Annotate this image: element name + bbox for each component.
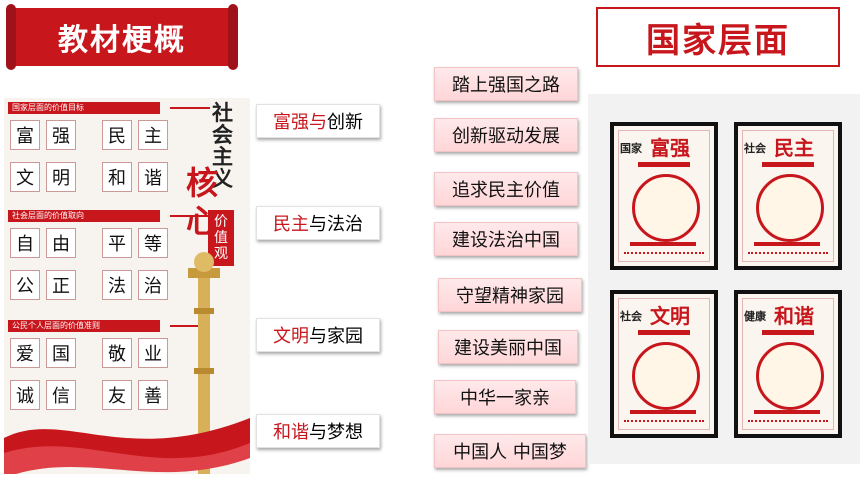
poster-small-text: 社会 <box>744 142 766 155</box>
poster-big-text: 民主 <box>774 136 814 160</box>
label-black-part: 与法治 <box>309 214 363 235</box>
poster-small-text: 社会 <box>620 310 642 323</box>
chapter-item: 中国人 中国梦 <box>434 434 586 468</box>
poster-vertical-title: 社会主义 <box>212 100 233 191</box>
label-democracy-rule-of-law: 民主与法治 <box>256 206 380 240</box>
char-cell: 诚 <box>10 380 40 410</box>
poster-small-text: 国家 <box>620 142 642 155</box>
poster-emblem-icon <box>632 342 700 410</box>
right-title-text: 国家层面 <box>646 20 790 61</box>
char-cell: 主 <box>138 120 168 150</box>
poster-emblem-icon <box>632 174 700 242</box>
chapter-item: 建设美丽中国 <box>438 330 578 364</box>
poster-emblem-icon <box>756 174 824 242</box>
char-cell: 善 <box>138 380 168 410</box>
poster-big-text: 文明 <box>650 304 690 328</box>
char-grid-personal: 爱 国 敬 业 诚 信 友 善 <box>10 338 168 410</box>
label-red-part: 民主 <box>273 214 309 235</box>
char-cell: 治 <box>138 270 168 300</box>
char-cell: 法 <box>102 270 132 300</box>
char-cell: 平 <box>102 228 132 258</box>
poster-big-text: 和谐 <box>774 304 814 328</box>
char-cell: 正 <box>46 270 76 300</box>
poster-frame: 健康 和谐 <box>734 290 842 438</box>
label-red-part: 富强与 <box>273 112 327 133</box>
section-heading-national: 国家层面的价值目标 <box>8 102 210 114</box>
label-black-part: 与家园 <box>309 326 363 347</box>
section-heading-personal: 公民个人层面的价值准则 <box>8 320 210 332</box>
poster-emblem-icon <box>756 342 824 410</box>
char-cell: 和 <box>102 162 132 192</box>
chapter-item: 建设法治中国 <box>434 222 578 256</box>
char-cell: 爱 <box>10 338 40 368</box>
label-harmony-dream: 和谐与梦想 <box>256 414 380 448</box>
poster-small-text: 健康 <box>744 310 766 323</box>
red-ribbon-illustration <box>4 418 250 474</box>
char-cell: 强 <box>46 120 76 150</box>
char-cell: 明 <box>46 162 76 192</box>
label-prosperity-innovation: 富强与创新 <box>256 104 380 138</box>
label-black-part: 与梦想 <box>309 422 363 443</box>
poster-big-text: 富强 <box>650 136 690 160</box>
chapter-item: 守望精神家园 <box>438 278 582 312</box>
char-cell: 信 <box>46 380 76 410</box>
char-cell: 等 <box>138 228 168 258</box>
char-cell: 富 <box>10 120 40 150</box>
char-cell: 民 <box>102 120 132 150</box>
label-red-part: 和谐 <box>273 422 309 443</box>
national-level-title: 国家层面 <box>596 7 840 67</box>
section-heading-social: 社会层面的价值取向 <box>8 210 210 222</box>
char-cell: 敬 <box>102 338 132 368</box>
chapter-item: 踏上强国之路 <box>434 67 578 101</box>
poster-frame: 国家 富强 <box>610 122 718 270</box>
poster-frame: 社会 文明 <box>610 290 718 438</box>
chapter-item: 中华一家亲 <box>434 380 576 414</box>
poster-frame: 社会 民主 <box>734 122 842 270</box>
label-red-part: 文明 <box>273 326 309 347</box>
char-cell: 业 <box>138 338 168 368</box>
char-cell: 国 <box>46 338 76 368</box>
char-cell: 谐 <box>138 162 168 192</box>
label-black-part: 创新 <box>327 112 363 133</box>
label-civility-homeland: 文明与家园 <box>256 318 380 352</box>
char-cell: 公 <box>10 270 40 300</box>
char-cell: 自 <box>10 228 40 258</box>
huabiao-pillar-illustration <box>188 252 220 474</box>
value-posters-photo: 国家 富强 社会 民主 社会 文明 健康 和谐 <box>588 94 860 464</box>
section-banner: 教材梗概 <box>6 4 238 70</box>
char-grid-social: 自 由 平 等 公 正 法 治 <box>10 228 168 300</box>
banner-title: 教材梗概 <box>58 23 186 58</box>
char-cell: 文 <box>10 162 40 192</box>
char-cell: 友 <box>102 380 132 410</box>
char-grid-national: 富 强 民 主 文 明 和 谐 <box>10 120 168 192</box>
chapter-item: 追求民主价值 <box>434 172 578 206</box>
char-cell: 由 <box>46 228 76 258</box>
poster-value-tag: 价值观 <box>208 210 234 266</box>
chapter-item: 创新驱动发展 <box>434 118 578 152</box>
core-values-poster: 国家层面的价值目标 富 强 民 主 文 明 和 谐 社会层面的价值取向 自 由 … <box>4 98 250 474</box>
